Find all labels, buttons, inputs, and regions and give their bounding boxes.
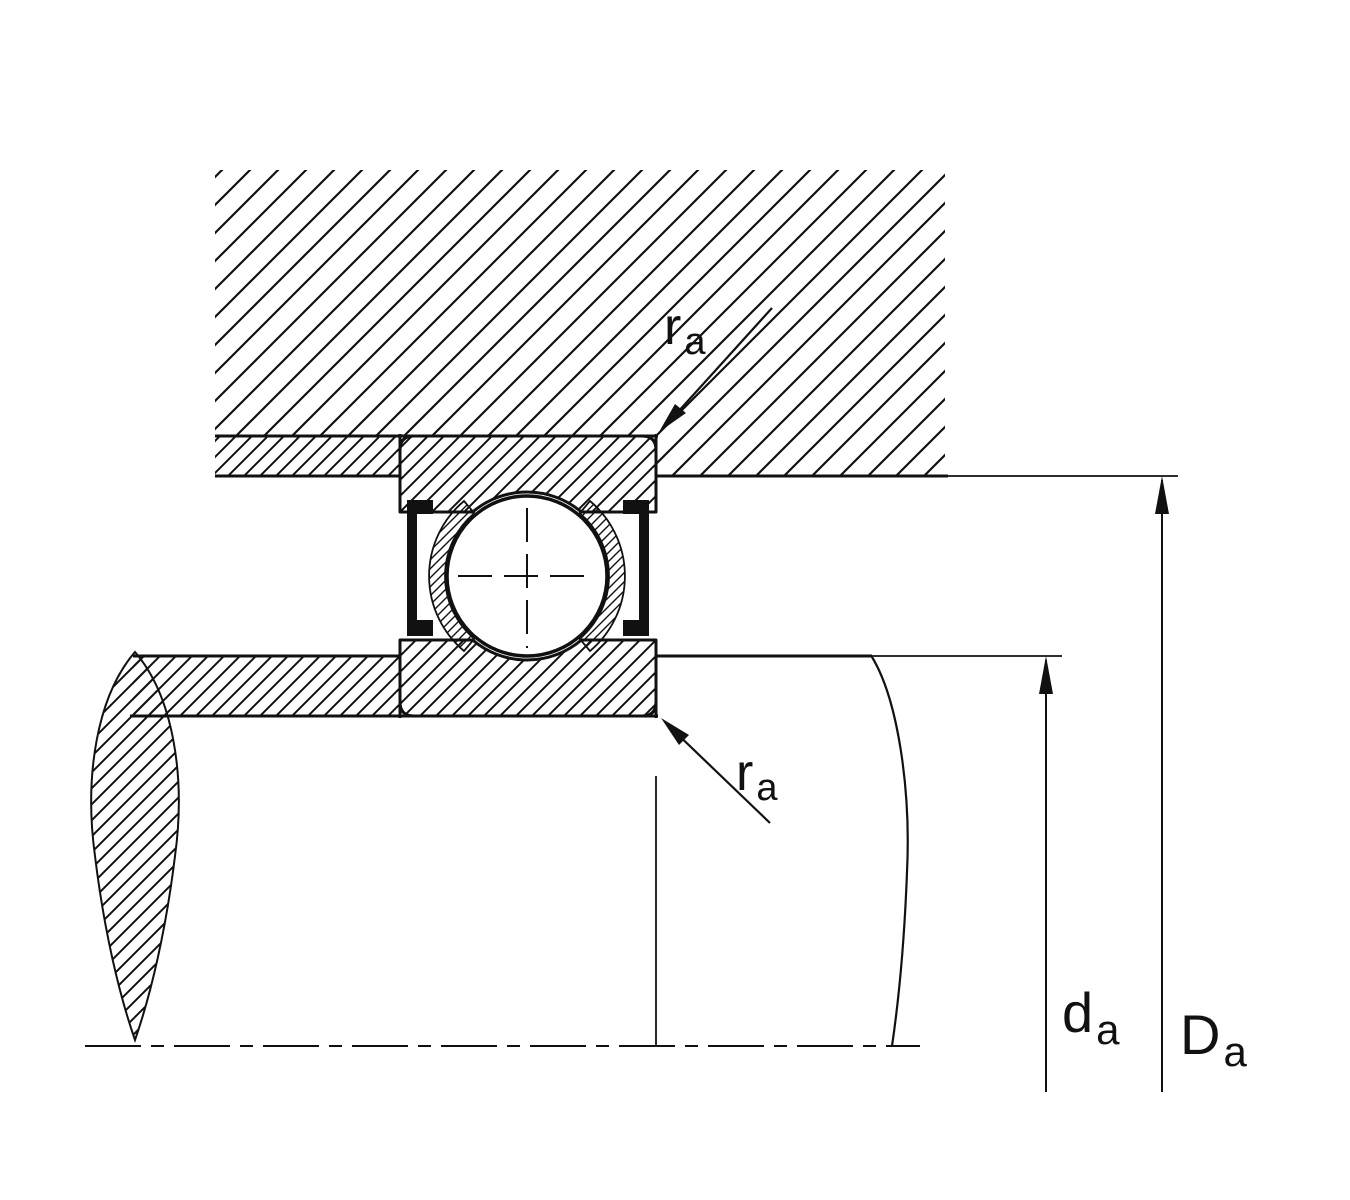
housing-section-hatch — [215, 170, 945, 476]
label-ra-bottom: ra — [736, 744, 778, 809]
cage-section-right — [578, 499, 626, 653]
ra-bottom-arrowhead — [661, 718, 689, 745]
ra-top-arrowhead — [659, 404, 686, 432]
seal-left — [407, 500, 433, 636]
shaft-abutment-section — [133, 656, 400, 716]
label-Da: Da — [1180, 1003, 1247, 1075]
shaft-break-section — [90, 650, 180, 1044]
label-ra-top: ra — [664, 298, 706, 363]
ra-top-leader-line — [666, 307, 773, 425]
shaft-outline-curve — [871, 656, 909, 1047]
label-da: da — [1062, 981, 1120, 1053]
Da-arrowhead — [1155, 476, 1169, 514]
cage-section-left — [428, 499, 476, 653]
seal-right — [623, 500, 649, 636]
da-arrowhead — [1039, 656, 1053, 694]
ra-bottom-leader-line — [668, 725, 771, 824]
housing-abutment-ring-section — [215, 436, 400, 476]
